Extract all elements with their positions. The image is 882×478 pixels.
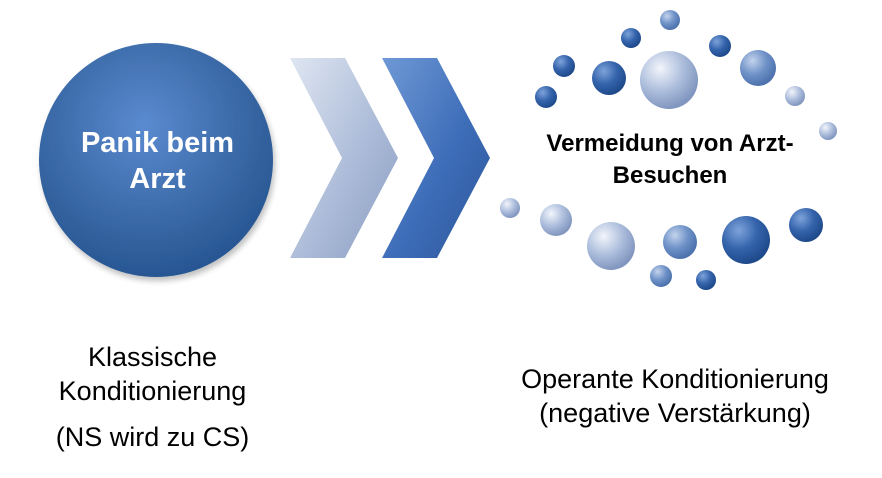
classical-conditioning-caption: Klassische Konditionierung (NS wird zu C… xyxy=(30,340,275,454)
bubble xyxy=(621,28,641,48)
caption-line: Klassische xyxy=(87,342,218,372)
bubble xyxy=(789,208,823,242)
bubble xyxy=(722,216,770,264)
panic-label-line: Arzt xyxy=(129,163,186,195)
bubble xyxy=(535,86,557,108)
panic-circle xyxy=(39,43,273,277)
avoidance-label: Vermeidung von Arzt- Besuchen xyxy=(520,128,820,192)
bubble xyxy=(500,198,520,218)
bubble xyxy=(819,122,837,140)
bubble xyxy=(663,225,697,259)
bubble-ring xyxy=(500,10,837,290)
avoidance-label-line: Vermeidung von Arzt- xyxy=(546,130,794,157)
panic-label-line: Panik beim xyxy=(80,127,235,159)
caption-line: (NS wird zu CS) xyxy=(55,422,250,452)
bubble xyxy=(592,61,626,95)
bubble xyxy=(660,10,680,30)
bubble xyxy=(650,265,672,287)
caption-line: Konditionierung xyxy=(58,376,247,406)
avoidance-label-line: Besuchen xyxy=(612,162,728,189)
bubble xyxy=(587,222,635,270)
bubble xyxy=(696,270,716,290)
bubble xyxy=(640,51,698,109)
bubble xyxy=(709,35,731,57)
chevron-light-icon xyxy=(290,58,398,258)
chevron-dark-icon xyxy=(382,58,490,258)
bubble xyxy=(785,86,805,106)
caption-line: (negative Verstärkung) xyxy=(539,398,811,428)
panic-circle-label: Panik beim Arzt xyxy=(45,125,270,197)
caption-line: Operante Konditionierung xyxy=(521,364,829,394)
operant-conditioning-caption: Operante Konditionierung (negative Verst… xyxy=(490,362,860,430)
bubble xyxy=(740,50,776,86)
bubble xyxy=(540,204,572,236)
bubble xyxy=(553,55,575,77)
